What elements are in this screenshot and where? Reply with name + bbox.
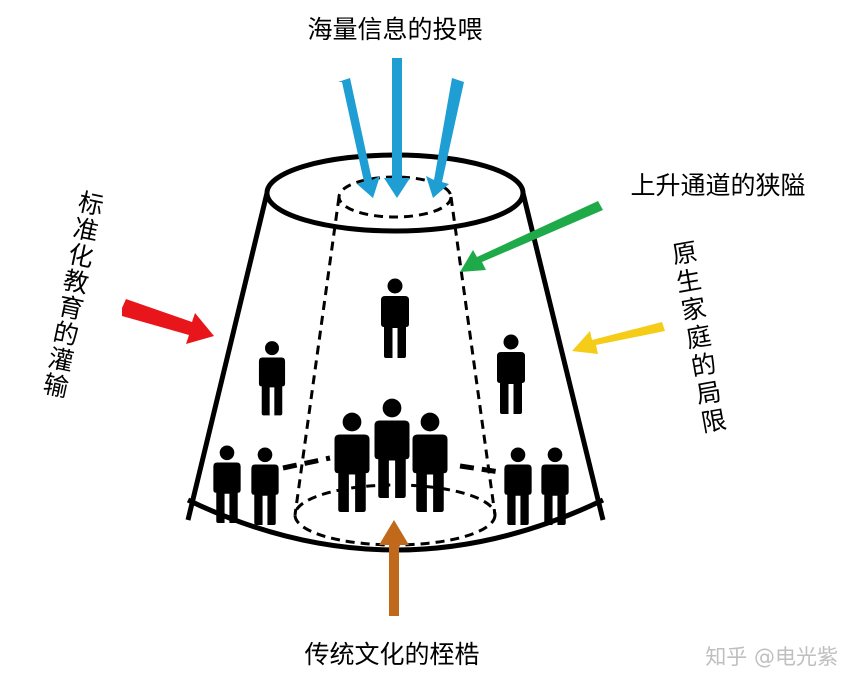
watermark: 知乎 @电光紫 bbox=[705, 645, 838, 669]
label-left-char: 标 bbox=[76, 187, 106, 221]
label-right-char: 生 bbox=[674, 265, 704, 298]
label-top: 海量信息的投喂 bbox=[307, 15, 482, 44]
label-left-char: 灌 bbox=[46, 343, 76, 377]
label-left-char: 准 bbox=[71, 213, 101, 247]
right-arrow bbox=[572, 322, 665, 354]
inner-right-line bbox=[449, 196, 497, 516]
label-right-vertical: 原 生 家 庭 的 局 限 bbox=[670, 237, 729, 438]
label-bottom: 传统文化的桎梏 bbox=[304, 640, 479, 669]
people bbox=[213, 278, 569, 525]
label-left-char: 育 bbox=[56, 291, 86, 325]
top-arrow-left bbox=[338, 78, 380, 198]
label-right-char: 限 bbox=[699, 405, 729, 438]
person-icon bbox=[213, 445, 241, 523]
label-left-vertical: 标 准 化 教 育 的 灌 输 bbox=[41, 187, 106, 403]
label-right-char: 的 bbox=[689, 349, 719, 382]
cone-left-side bbox=[185, 192, 270, 521]
person-icon bbox=[258, 341, 286, 416]
label-left-char: 的 bbox=[51, 317, 81, 351]
label-right-char: 庭 bbox=[684, 321, 714, 354]
person-icon bbox=[251, 447, 279, 525]
label-right-char: 家 bbox=[679, 293, 709, 326]
bottom-arrow bbox=[379, 520, 409, 616]
person-icon bbox=[497, 334, 525, 414]
person-icon bbox=[334, 412, 370, 512]
label-right-top: 上升通道的狭隘 bbox=[630, 171, 805, 200]
label-left-char: 教 bbox=[61, 265, 91, 299]
person-icon bbox=[412, 412, 448, 512]
person-icon bbox=[504, 447, 532, 525]
label-left-char: 输 bbox=[41, 369, 71, 403]
cone-right-side bbox=[520, 192, 606, 521]
label-left-char: 化 bbox=[66, 239, 96, 273]
person-icon bbox=[541, 447, 569, 525]
inner-left-line bbox=[293, 196, 341, 516]
top-arrow-right bbox=[426, 78, 464, 198]
person-icon bbox=[381, 278, 409, 358]
label-right-char: 原 bbox=[670, 237, 700, 270]
person-icon bbox=[374, 398, 410, 498]
left-arrow bbox=[122, 299, 214, 344]
top-arrow-center bbox=[384, 58, 410, 198]
arrows bbox=[122, 58, 665, 616]
right-top-arrow bbox=[460, 201, 603, 272]
inner-mid-right-dash bbox=[459, 463, 501, 475]
top-arrows bbox=[338, 58, 464, 198]
label-right-char: 局 bbox=[694, 377, 724, 410]
inner-mid-left-dash bbox=[282, 455, 331, 471]
